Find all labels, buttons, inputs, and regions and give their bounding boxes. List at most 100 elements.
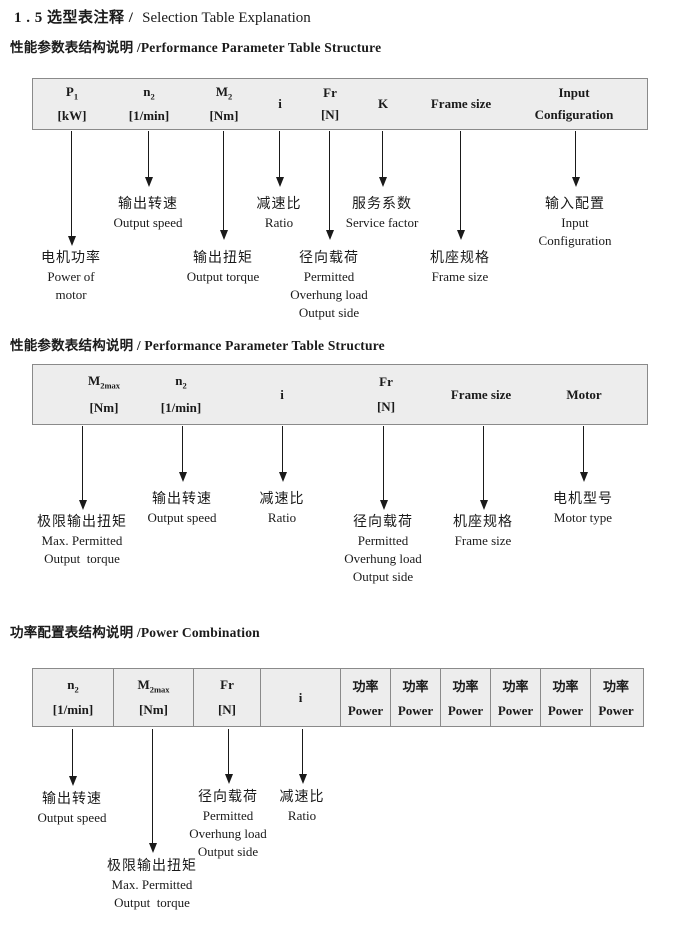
callout-label-en: Output side [197, 844, 259, 859]
header-text: Configuration [534, 107, 614, 122]
down-arrow-icon [579, 472, 588, 482]
header-cell: M2 [Nm] [210, 79, 239, 129]
header-text: M [87, 373, 101, 389]
down-arrow-icon [68, 776, 77, 786]
down-arrow-line [72, 729, 73, 777]
down-arrow-icon [219, 230, 228, 240]
header-cell: i [261, 669, 341, 726]
callout-label-en: Input [561, 215, 589, 230]
header-text: 功率 [452, 679, 479, 695]
callout-label-en: Frame size [431, 269, 489, 284]
callout-label-zh: 输出转速 [42, 792, 102, 807]
header-cell-line: 功率 [603, 676, 629, 695]
callout-label-zh: 径向载荷 [198, 790, 258, 805]
header-cell-line: i [278, 96, 282, 112]
header-text: M [215, 84, 229, 100]
callout-label-en: Output side [352, 569, 414, 584]
callout-label-zh: 电机型号 [553, 492, 613, 507]
header-text: [Nm] [139, 702, 168, 718]
header-text: [Nm] [209, 107, 239, 123]
callout-label-en: Motor type [553, 510, 613, 525]
callout-label-zh: 输入配置 [545, 197, 605, 212]
header-cell-line: [1/min] [53, 702, 93, 718]
header-text: Frame size [430, 96, 492, 111]
callout-label-zh: 机座规格 [430, 251, 490, 266]
down-arrow-line [460, 131, 461, 231]
header-subscript: 2 [228, 92, 233, 103]
header-cell: Motor [566, 365, 601, 424]
down-arrow-icon [278, 472, 287, 482]
section-heading: 功率配置表结构说明 /Power Combination [10, 625, 260, 640]
header-cell: n2 [1/min] [161, 365, 201, 424]
callout-label-zh: 输出转速 [152, 492, 212, 507]
header-cell-line: K [378, 96, 388, 112]
callout-label-en: Ratio [267, 510, 297, 525]
callout-label-zh: 输出转速 [118, 197, 178, 212]
callout-label-zh: 电机功率 [41, 251, 101, 266]
header-text: Power [397, 702, 434, 718]
header-cell-line: M2 [216, 84, 233, 102]
header-text: 功率 [602, 679, 629, 695]
callout-label-en: motor [55, 287, 87, 302]
header-cell: 功率 Power [441, 669, 491, 726]
header-text: [N] [217, 701, 237, 717]
header-cell-line: Power [448, 703, 483, 719]
header-cell-line: Fr [379, 374, 393, 390]
header-text: n [67, 676, 75, 692]
header-cell-line: Configuration [535, 107, 614, 123]
down-arrow-line [71, 131, 72, 237]
header-cell-line: Fr [323, 85, 337, 101]
callout-label-en: Output torque [44, 551, 120, 566]
header-cell-line: Frame size [451, 387, 511, 403]
page-title-en: Selection Table Explanation [142, 10, 311, 26]
callout-label-zh: 极限输出扭矩 [37, 515, 127, 530]
header-text: Fr [379, 374, 393, 389]
down-arrow-icon [275, 177, 284, 187]
callout-label-en: Overhung load [344, 551, 422, 566]
down-arrow-icon [378, 177, 387, 187]
header-text: Fr [220, 677, 234, 693]
header-cell-line: [N] [377, 399, 395, 415]
header-cell: Fr [N] [194, 669, 261, 726]
header-text: P [65, 84, 74, 100]
header-text: [N] [376, 399, 396, 414]
header-text: [1/min] [52, 702, 94, 718]
down-arrow-line [383, 426, 384, 501]
header-cell-line: Power [548, 703, 583, 719]
header-text: Power [447, 702, 484, 718]
header-text: Frame size [450, 386, 512, 402]
down-arrow-icon [298, 774, 307, 784]
callout-label-en: Output torque [114, 895, 190, 910]
header-cell-line: [kW] [58, 108, 87, 124]
callout-label-zh: 减速比 [256, 197, 302, 212]
callout-label-zh: 极限输出扭矩 [107, 859, 197, 874]
header-cell: Fr [N] [377, 365, 395, 424]
header-cell-line: [N] [218, 702, 236, 718]
header-cell-line: [Nm] [139, 702, 168, 718]
header-subscript: 2 [182, 381, 187, 392]
section-heading: 性能参数表结构说明 /Performance Parameter Table S… [10, 40, 382, 55]
header-cell-line: 功率 [402, 676, 428, 695]
header-cell: P1[kW] [58, 79, 87, 129]
header-text: [1/min] [160, 399, 202, 415]
header-text: n [175, 373, 183, 389]
header-cell: i [280, 365, 284, 424]
header-cell: Frame size [431, 79, 491, 129]
callout-label-en: Output speed [37, 810, 107, 825]
header-cell-line: M2max [137, 677, 169, 695]
callout-label-en: Permitted [303, 269, 355, 284]
down-arrow-line [152, 729, 153, 844]
down-arrow-line [583, 426, 584, 473]
header-subscript: 2 [74, 684, 79, 695]
header-text: 功率 [352, 679, 379, 695]
header-cell-line: Power [498, 703, 533, 719]
